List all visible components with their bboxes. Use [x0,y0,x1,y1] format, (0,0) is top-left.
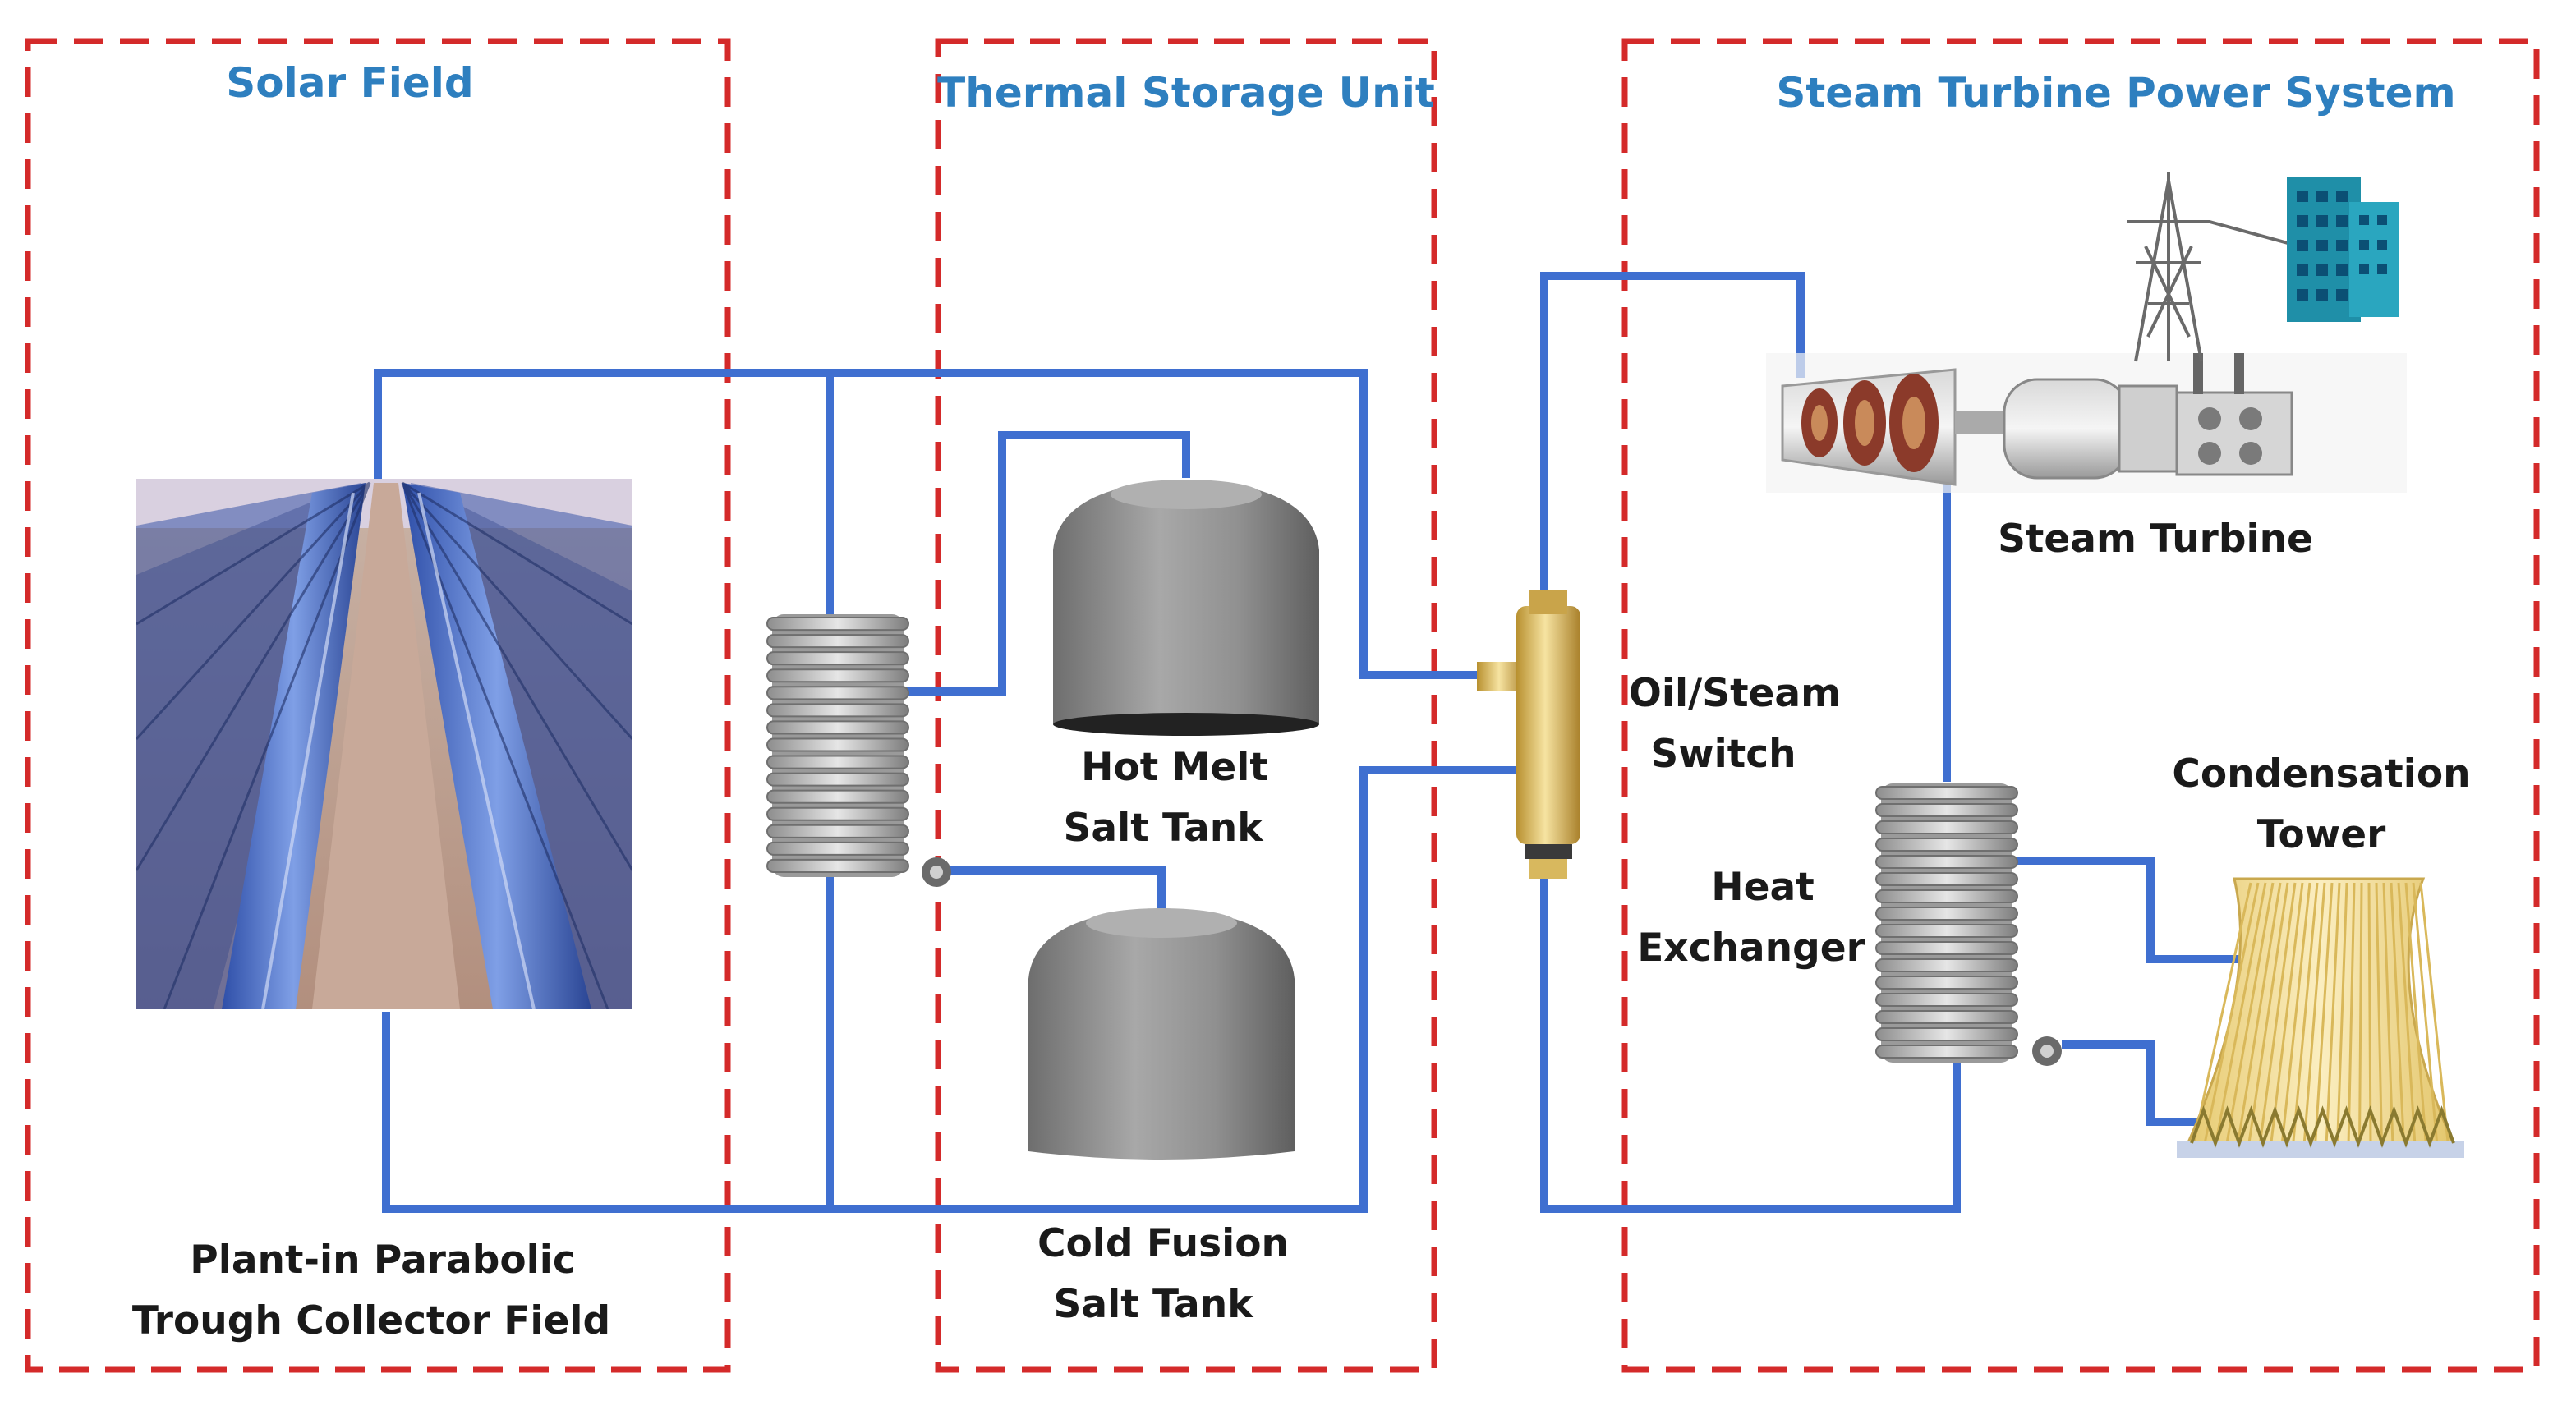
tower-slat [2412,882,2439,1146]
hot-tank-icon [1053,480,1319,736]
condenser-valve-icon [2032,1036,2062,1066]
tower-slat [2280,882,2312,1146]
cold-tank-label-line2: Salt Tank [1054,1282,1255,1327]
oil-steam-switch-icon [1477,590,1580,879]
tower-slat [2258,882,2297,1146]
coil-ring [766,772,909,787]
tower-slat [2192,882,2252,1146]
steam-power-title: Steam Turbine Power System [1776,69,2455,117]
tower-slat [2270,882,2304,1146]
collector-label-line2: Trough Collector Field [132,1298,610,1343]
coil-ring [1875,976,2018,990]
tower-slat [2214,882,2267,1146]
coil-ring [1875,838,2018,852]
coil-ring [766,668,909,683]
steam-turbine-icon [1766,353,2407,493]
tower-slat [2302,882,2326,1146]
heat-exchanger-label-line1: Heat [1711,865,1814,910]
heat-exchanger-label-line2: Exchanger [1637,925,1865,971]
switch-label-line1: Oil/Steam [1629,671,1841,716]
coil-ring [1875,924,2018,938]
tower-slat [2375,882,2383,1146]
tower-slat [2236,882,2282,1146]
tower-slat [2419,882,2450,1146]
coil-ring [766,737,909,752]
coil-ring [1875,1010,2018,1024]
solar-field-section [25,38,731,1373]
tower-slat [2247,882,2289,1146]
condensation-label-line1: Condensation [2172,751,2470,797]
cold-tank-icon [1028,908,1295,1160]
coil-ring [766,755,909,769]
condensation-label-line2: Tower [2257,812,2386,857]
coil-ring [1875,803,2018,817]
coil-ring [1875,786,2018,800]
coil-ring [766,634,909,649]
solar-field-title: Solar Field [226,59,473,107]
tower-slat [2225,882,2275,1146]
coil-ring [766,703,909,718]
coil-ring [1875,889,2018,903]
coil-ring [1875,1045,2018,1059]
coil-ring [766,617,909,632]
coil-ring [766,686,909,700]
coil-ring [1875,855,2018,869]
tower-slat [2203,882,2260,1146]
tower-slat [2336,882,2348,1146]
heat-exchanger-coil-icon [1875,783,2018,1063]
condensation-tower-icon [2177,877,2464,1158]
tower-slat [2325,882,2341,1146]
thermal-storage-title: Thermal Storage Unit [937,69,1435,117]
coil-ring [1875,941,2018,955]
coil-ring [766,789,909,804]
parabolic-trough-photo [136,479,632,1009]
pipe-network [374,272,2251,1213]
storage-valve-icon [922,857,951,887]
coil-ring [1875,872,2018,886]
switch-label-line2: Switch [1650,732,1796,777]
steam-turbine-label: Steam Turbine [1998,517,2313,562]
tower-slat [2390,882,2405,1146]
tower-slat [2404,882,2427,1146]
coil-ring [766,651,909,666]
tower-slat [2367,882,2372,1146]
coil-ring [1875,958,2018,972]
tower-slat [2397,882,2417,1146]
coil-ring [766,806,909,821]
coil-ring [766,841,909,856]
city-buildings-icon [2287,177,2399,322]
coil-ring [1875,1027,2018,1041]
tower-slat [2314,882,2334,1146]
coil-ring [766,824,909,838]
steam-power-section [1622,38,2540,1373]
thermal-storage-section [935,38,1438,1373]
coil-ring [766,858,909,874]
cold-tank-label-line1: Cold Fusion [1037,1221,1289,1266]
storage-coil-icon [766,614,909,877]
tower-slat [2292,882,2319,1146]
collector-label-line1: Plant-in Parabolic [190,1238,575,1283]
coil-ring [1875,907,2018,921]
coil-ring [766,720,909,735]
tower-slat [2358,882,2363,1146]
hot-tank-label-line1: Hot Melt [1081,745,1268,790]
tower-slat [2347,882,2356,1146]
tower-base-zigzag [2190,1105,2455,1148]
hot-tank-label-line2: Salt Tank [1064,806,1265,851]
tower-slat [2382,882,2394,1146]
transmission-tower-icon [2128,172,2301,362]
coil-ring [1875,820,2018,834]
coil-ring [1875,993,2018,1007]
